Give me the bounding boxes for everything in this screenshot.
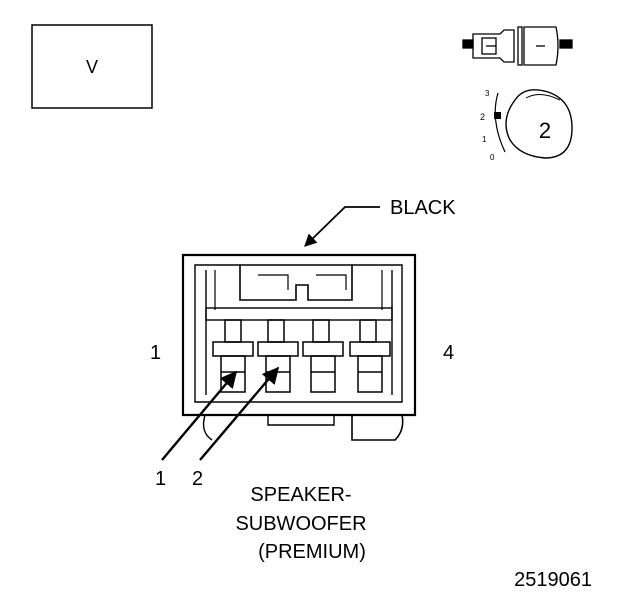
position-badge: 2 — [539, 118, 551, 143]
component-name: SPEAKER- SUBWOOFER (PREMIUM) — [235, 484, 366, 563]
svg-text:2: 2 — [480, 112, 485, 122]
wire-label-2: 2 — [192, 468, 203, 490]
pin-label-right: 4 — [443, 342, 454, 364]
connector-body — [181, 253, 417, 441]
terminal-cavity-1 — [212, 319, 254, 393]
color-callout: BLACK — [304, 197, 456, 247]
figure-number: 2519061 — [514, 569, 592, 591]
component-name-line3: (PREMIUM) — [258, 541, 366, 563]
connector-plug-icon — [462, 26, 573, 66]
view-indicator-box: V — [31, 24, 153, 109]
svg-text:0: 0 — [490, 153, 495, 162]
view-label: V — [86, 57, 98, 77]
terminal-cavity-3 — [302, 319, 344, 393]
position-indicator-icon: 3 2 1 0 2 — [480, 89, 573, 162]
wire-label-1: 1 — [155, 468, 166, 490]
component-name-line2: SUBWOOFER — [235, 513, 366, 535]
terminal-cavity-4 — [349, 319, 391, 393]
color-label: BLACK — [390, 197, 456, 219]
pin-label-left: 1 — [150, 342, 161, 364]
component-name-line1: SPEAKER- — [250, 484, 351, 506]
terminal-cavity-2 — [257, 319, 299, 393]
svg-text:3: 3 — [485, 89, 490, 98]
terminal-cavities — [212, 319, 391, 393]
wire-pointers — [161, 366, 280, 461]
svg-text:1: 1 — [482, 135, 487, 144]
